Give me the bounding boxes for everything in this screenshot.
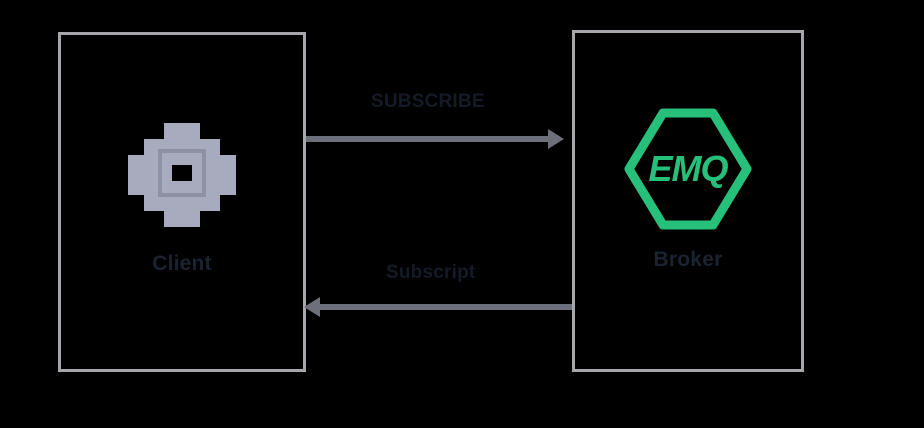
- node-broker-label: Broker: [653, 248, 723, 271]
- node-client-label: Client: [152, 252, 212, 275]
- edge-publish-arrowhead: [304, 297, 320, 317]
- edge-publish-line: [318, 304, 572, 310]
- gear-icon: [128, 119, 236, 231]
- edge-subscribe-arrowhead: [548, 129, 564, 149]
- emq-hexagon-logo-icon: EMQ: [623, 105, 753, 233]
- edge-publish-label: Subscript: [386, 262, 476, 283]
- emq-logo-text: EMQ: [648, 148, 728, 189]
- node-client[interactable]: Client: [58, 32, 306, 372]
- edge-subscribe-label: SUBSCRIBE: [371, 91, 485, 112]
- edge-subscribe-line: [306, 136, 552, 142]
- node-broker[interactable]: EMQ Broker: [572, 30, 804, 372]
